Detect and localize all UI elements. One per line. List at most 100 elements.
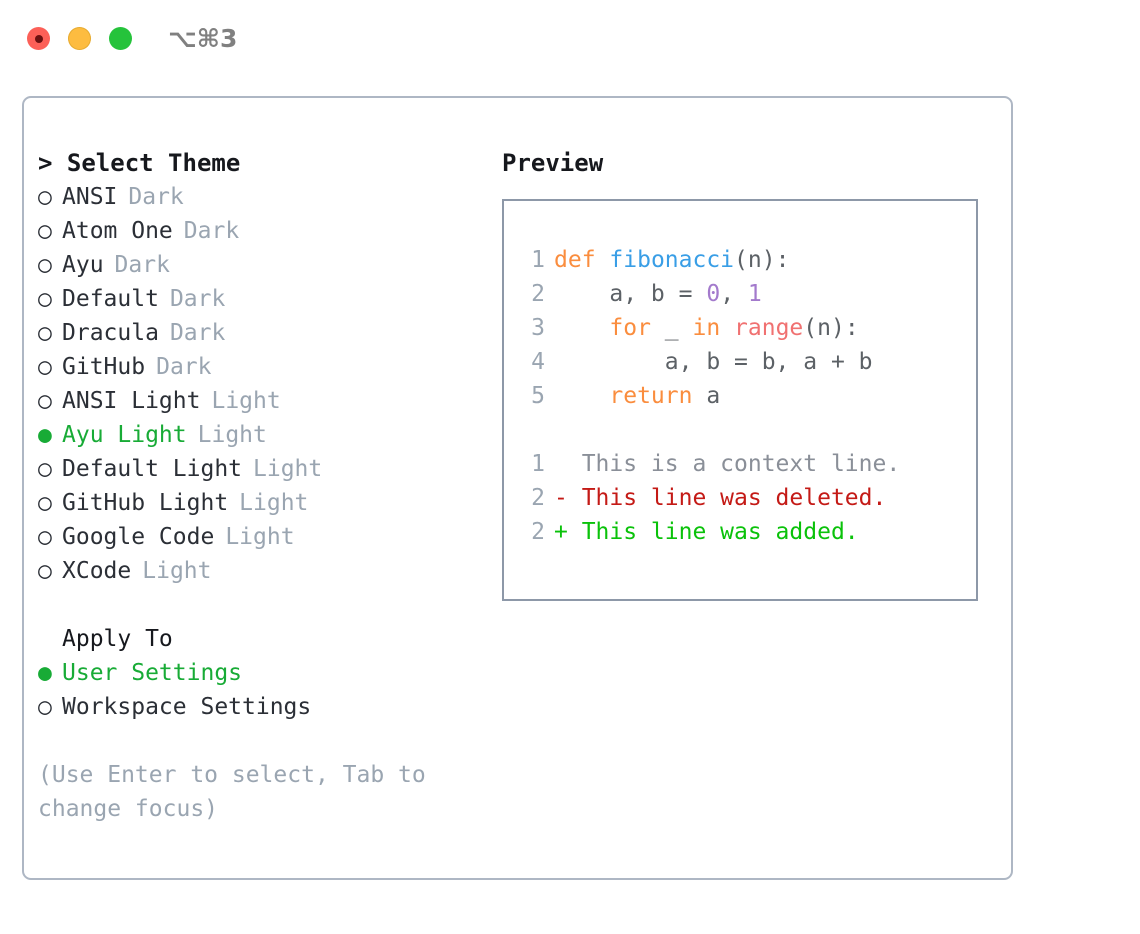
code-token: (n): [734,247,790,273]
code-token: (n): [803,315,859,341]
select-theme-header: > Select Theme [38,149,241,177]
title-bar: ⌥⌘3 [0,0,1140,78]
diff-line-add: 2 + This line was added. [523,515,900,549]
code-line: 5 return a [523,379,900,413]
keyboard-shortcut-label: ⌥⌘3 [168,24,238,53]
code-token: _ [650,315,693,341]
apply-to-option-workspace-settings[interactable]: ○Workspace Settings [38,690,498,724]
radio-unselected-icon: ○ [38,218,52,244]
theme-option-github[interactable]: ○ GitHub Dark [38,350,498,384]
diff-line-text: - This line was deleted. [554,485,887,511]
theme-option-variant: Light [239,490,309,516]
theme-option-atom-one[interactable]: ○ Atom One Dark [38,214,498,248]
theme-option-ansi[interactable]: ○ ANSI Dark [38,180,498,214]
code-line: 1 def fibonacci(n): [523,243,900,277]
code-line: 2 a, b = 0, 1 [523,277,900,311]
theme-option-variant: Light [211,388,281,414]
hint-spacer [38,724,498,758]
theme-option-google-code[interactable]: ○ Google Code Light [38,520,498,554]
radio-unselected-icon: ○ [38,252,52,278]
code-token: in [692,315,721,341]
theme-option-name: Default [62,286,159,312]
code-line: 3 for _ in range(n): [523,311,900,345]
radio-unselected-icon: ○ [38,456,52,482]
line-number: 5 [531,383,545,409]
theme-option-ansi-light[interactable]: ○ ANSI Light Light [38,384,498,418]
apply-to-option-name: Workspace Settings [62,694,312,720]
radio-unselected-icon: ○ [38,286,52,312]
theme-option-name: ANSI Light [62,388,201,414]
radio-unselected-icon: ○ [38,184,52,210]
line-number: 1 [531,451,545,477]
theme-option-variant: Light [253,456,323,482]
theme-option-name: ANSI [62,184,118,210]
code-token: a, b = [554,281,707,307]
diff-line-del: 2- This line was deleted. [523,481,900,515]
code-blank-line [523,413,900,447]
theme-option-name: Google Code [62,524,215,550]
apply-to-header-label: Apply To [62,626,173,652]
preview-header: Preview [502,149,604,177]
theme-option-variant: Dark [156,354,212,380]
keyboard-hint: (Use Enter to select, Tab to change focu… [38,762,426,822]
apply-to-option-user-settings[interactable]: ●User Settings [38,656,498,690]
theme-option-variant: Dark [114,252,170,278]
line-number: 1 [531,247,545,273]
radio-unselected-icon: ○ [38,354,52,380]
theme-option-name: Dracula [62,320,159,346]
code-token: fibonacci [609,247,735,273]
maximize-button[interactable] [109,27,132,50]
code-token: for [609,315,651,341]
theme-option-name: GitHub Light [62,490,229,516]
theme-option-variant: Light [142,558,212,584]
theme-option-name: GitHub [62,354,146,380]
theme-option-name: Atom One [62,218,173,244]
radio-unselected-icon: ○ [38,388,52,414]
theme-option-variant: Dark [128,184,184,210]
line-number: 4 [531,349,545,375]
code-token: def [554,247,596,273]
theme-option-variant: Light [225,524,295,550]
line-number: 2 [531,281,545,307]
apply-to-header: Apply To [38,622,498,656]
code-token: range [734,315,804,341]
theme-option-name: Ayu [62,252,104,278]
code-token [554,383,609,409]
theme-option-variant: Dark [169,320,226,346]
radio-unselected-icon: ○ [38,490,52,516]
close-button[interactable] [27,27,50,50]
code-token: , [720,281,748,307]
theme-option-default-light[interactable]: ○ Default Light Light [38,452,498,486]
line-number: 2 [531,519,545,545]
window-controls [27,27,132,50]
section-spacer [38,588,498,622]
diff-line-text: This is a context line. [554,451,901,477]
code-token [596,247,610,273]
theme-option-name: Default Light [62,456,243,482]
theme-option-variant: Dark [169,286,226,312]
code-token: a, b = b, a + b [554,349,873,375]
code-token [554,315,609,341]
theme-option-default[interactable]: ○ Default Dark [38,282,498,316]
code-line: 4 a, b = b, a + b [523,345,900,379]
code-token [720,315,734,341]
diff-line-text: + This line was added. [554,519,859,545]
code-token: return [609,383,693,409]
radio-selected-icon: ● [38,422,52,448]
theme-option-ayu[interactable]: ○ Ayu Dark [38,248,498,282]
apply-to-option-list[interactable]: ●User Settings○Workspace Settings [38,656,498,724]
radio-unselected-icon: ○ [38,524,52,550]
theme-option-variant: Dark [183,218,240,244]
theme-option-name: XCode [62,558,132,584]
theme-option-github-light[interactable]: ○ GitHub Light Light [38,486,498,520]
minimize-button[interactable] [68,27,91,50]
